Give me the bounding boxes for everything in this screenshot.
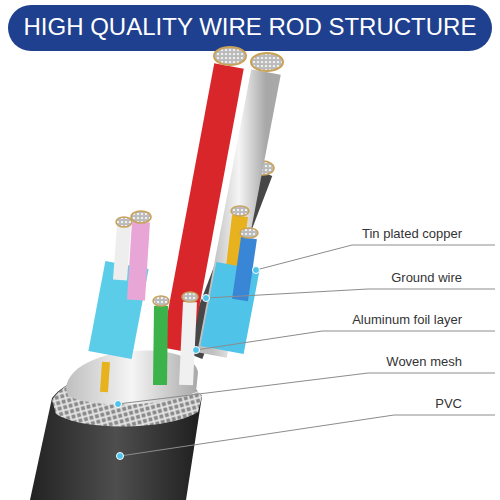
part-label: Woven mesh: [386, 354, 462, 370]
leader-line: [120, 415, 495, 456]
yellow-wire: [104, 362, 106, 392]
leader-line: [256, 245, 495, 270]
white-wire: [120, 226, 124, 280]
strand-end: [251, 53, 283, 71]
title-text: HIGH QUALITY WIRE ROD STRUCTURE: [10, 6, 490, 48]
strand-end: [116, 217, 132, 227]
strand-end: [182, 292, 198, 302]
leader-dots: [115, 267, 260, 460]
strand-end: [131, 211, 151, 223]
strand-end: [153, 296, 169, 306]
strand-end: [240, 228, 258, 238]
leader-lines: [118, 245, 495, 456]
strand-end: [214, 47, 246, 65]
pink-wire: [136, 222, 141, 300]
part-label: Ground wire: [391, 270, 462, 286]
leader-dot: [253, 267, 260, 274]
part-label: PVC: [435, 396, 462, 412]
inner-wires: [104, 47, 283, 392]
part-label: Tin plated copper: [362, 226, 462, 242]
leader-dot: [203, 295, 210, 302]
green-wire: [160, 306, 161, 385]
leader-dot: [193, 347, 200, 354]
blue-wire: [240, 238, 249, 300]
white-wire: [186, 302, 190, 385]
title-banner: [8, 5, 492, 51]
leader-line: [196, 331, 495, 350]
leader-dot: [115, 401, 122, 408]
leader-line: [206, 289, 495, 298]
part-label: Aluminum foil layer: [352, 312, 462, 328]
strand-end: [231, 206, 249, 216]
leader-dot: [117, 453, 124, 460]
